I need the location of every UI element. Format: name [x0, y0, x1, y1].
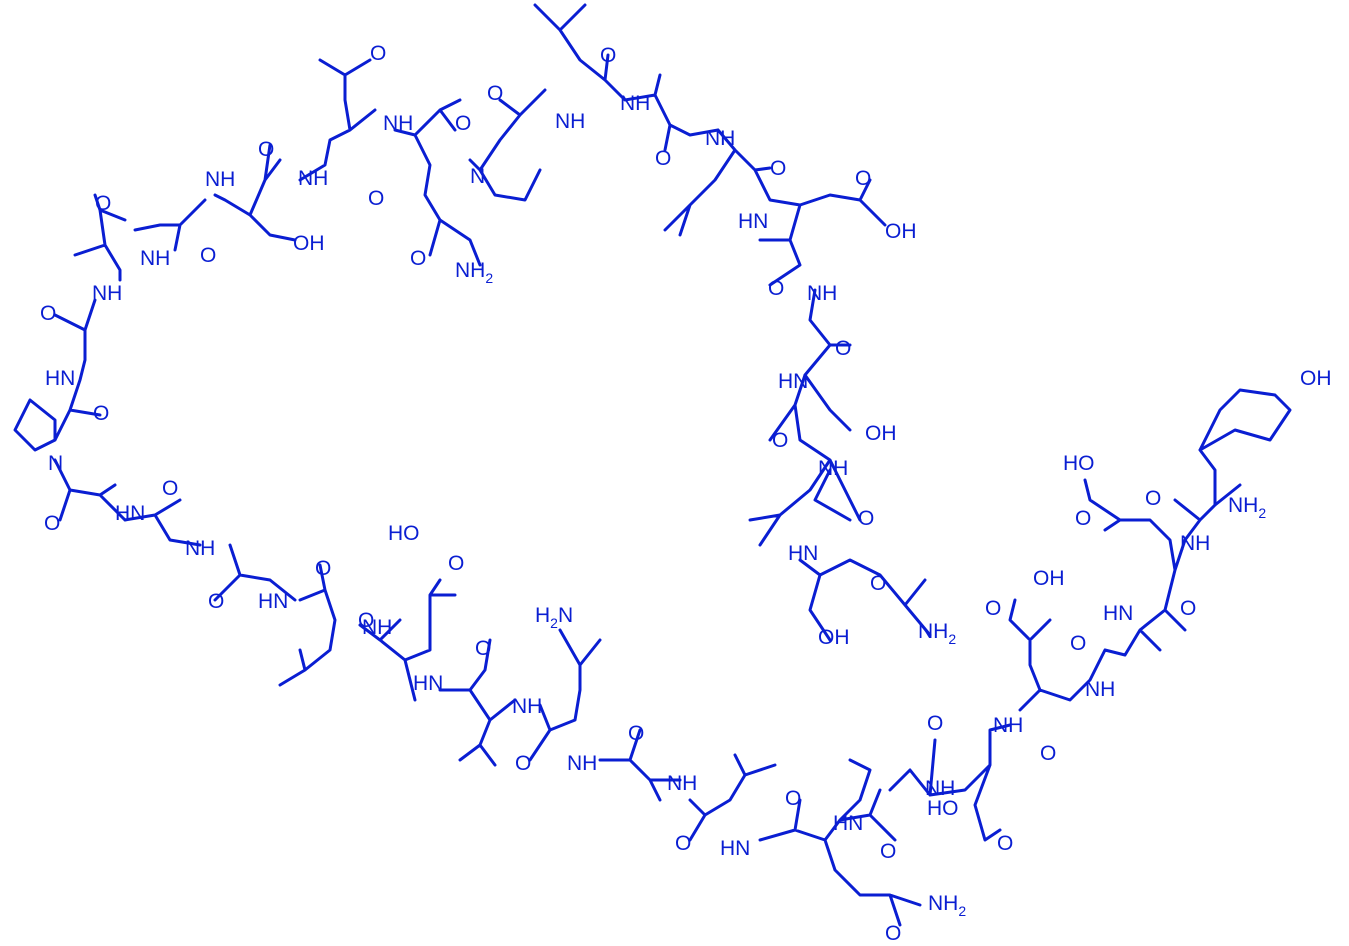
amide-nh-label: NH	[620, 92, 650, 115]
oxygen-label: O	[162, 477, 178, 500]
proline-n-label: N	[48, 452, 63, 475]
amide-nh-label: NH	[1180, 532, 1210, 555]
amide-nh-label: NH	[1085, 678, 1115, 701]
oxygen-label: O	[515, 752, 531, 775]
oxygen-label: O	[927, 712, 943, 735]
oxygen-label: O	[40, 302, 56, 325]
oxygen-label: O	[455, 112, 471, 135]
amine-label: NH2	[1228, 494, 1266, 521]
amide-nh-label: NH	[383, 112, 413, 135]
hydroxyl-label: HO	[1063, 452, 1095, 475]
oxygen-label: O	[855, 167, 871, 190]
oxygen-label: O	[985, 597, 1001, 620]
amide-nh-label: NH	[140, 247, 170, 270]
amide-nh-label: NH	[205, 168, 235, 191]
oxygen-label: O	[675, 832, 691, 855]
hydroxyl-label: OH	[1033, 567, 1065, 590]
amide-hn-label: HN	[738, 210, 768, 233]
hydroxyl-label: HO	[388, 522, 420, 545]
amide-hn-label: HN	[788, 542, 818, 565]
amide-hn-label: HN	[1103, 602, 1133, 625]
bond-lines	[13, 3, 1292, 927]
oxygen-label: O	[870, 572, 886, 595]
oxygen-label: O	[93, 402, 109, 425]
oxygen-label: O	[368, 187, 384, 210]
amine-label: NH2	[918, 620, 956, 647]
oxygen-label: O	[1145, 487, 1161, 510]
amide-nh-label: NH	[567, 752, 597, 775]
amide-nh-label: NH	[512, 695, 542, 718]
oxygen-label: O	[448, 552, 464, 575]
oxygen-label: O	[655, 147, 671, 170]
oxygen-label: O	[487, 82, 503, 105]
amide-hn-label: HN	[720, 837, 750, 860]
hydroxyl-label: OH	[293, 232, 325, 255]
oxygen-label: O	[410, 247, 426, 270]
amide-hn-label: HN	[833, 812, 863, 835]
amide-nh-label: NH	[993, 714, 1023, 737]
oxygen-label: O	[475, 637, 491, 660]
amine-label: H2N	[535, 604, 573, 631]
oxygen-label: O	[1180, 597, 1196, 620]
oxygen-label: O	[208, 590, 224, 613]
oxygen-label: O	[772, 429, 788, 452]
oxygen-label: O	[785, 787, 801, 810]
oxygen-label: O	[835, 337, 851, 360]
atom-labels: OOOOOOOOOOOOOOOOOOOOOOOOOOOOOOOOOOOOOOOO…	[40, 42, 1332, 945]
oxygen-label: O	[997, 832, 1013, 855]
amide-hn-label: HN	[115, 502, 145, 525]
amide-nh-label: NH	[807, 282, 837, 305]
hydroxyl-label: OH	[885, 220, 917, 243]
amide-nh-label: NH	[555, 110, 585, 133]
hydroxyl-label: HO	[927, 797, 959, 820]
oxygen-label: O	[44, 512, 60, 535]
oxygen-label: O	[885, 922, 901, 945]
amide-hn-label: HN	[45, 367, 75, 390]
amide-nh-label: NH	[298, 167, 328, 190]
amide-nh-label: NH	[818, 457, 848, 480]
oxygen-label: O	[1070, 632, 1086, 655]
oxygen-label: O	[628, 722, 644, 745]
oxygen-label: O	[1075, 507, 1091, 530]
oxygen-label: O	[315, 557, 331, 580]
oxygen-label: O	[600, 44, 616, 67]
oxygen-label: O	[370, 42, 386, 65]
amine-label: NH2	[928, 892, 966, 919]
oxygen-label: O	[768, 277, 784, 300]
proline-n-label: N	[470, 165, 485, 188]
hydroxyl-label: OH	[818, 626, 850, 649]
oxygen-label: O	[95, 192, 111, 215]
amide-hn-label: HN	[413, 672, 443, 695]
oxygen-label: O	[1040, 742, 1056, 765]
amide-nh-label: NH	[667, 772, 697, 795]
oxygen-label: O	[880, 840, 896, 863]
amide-nh-label: NH	[92, 282, 122, 305]
hydroxyl-label: OH	[865, 422, 897, 445]
amide-nh-label: NH	[925, 777, 955, 800]
amide-nh-label: NH	[705, 127, 735, 150]
oxygen-label: O	[200, 244, 216, 267]
hydroxyl-label: OH	[1300, 367, 1332, 390]
amide-hn-label: HN	[778, 370, 808, 393]
oxygen-label: O	[258, 138, 274, 161]
amide-nh-label: NH	[185, 537, 215, 560]
amine-label: NH2	[455, 259, 493, 286]
oxygen-label: O	[770, 157, 786, 180]
amide-hn-label: HN	[258, 590, 288, 613]
amide-nh-label: NH	[362, 616, 392, 639]
oxygen-label: O	[358, 609, 374, 632]
oxygen-label: O	[858, 507, 874, 530]
